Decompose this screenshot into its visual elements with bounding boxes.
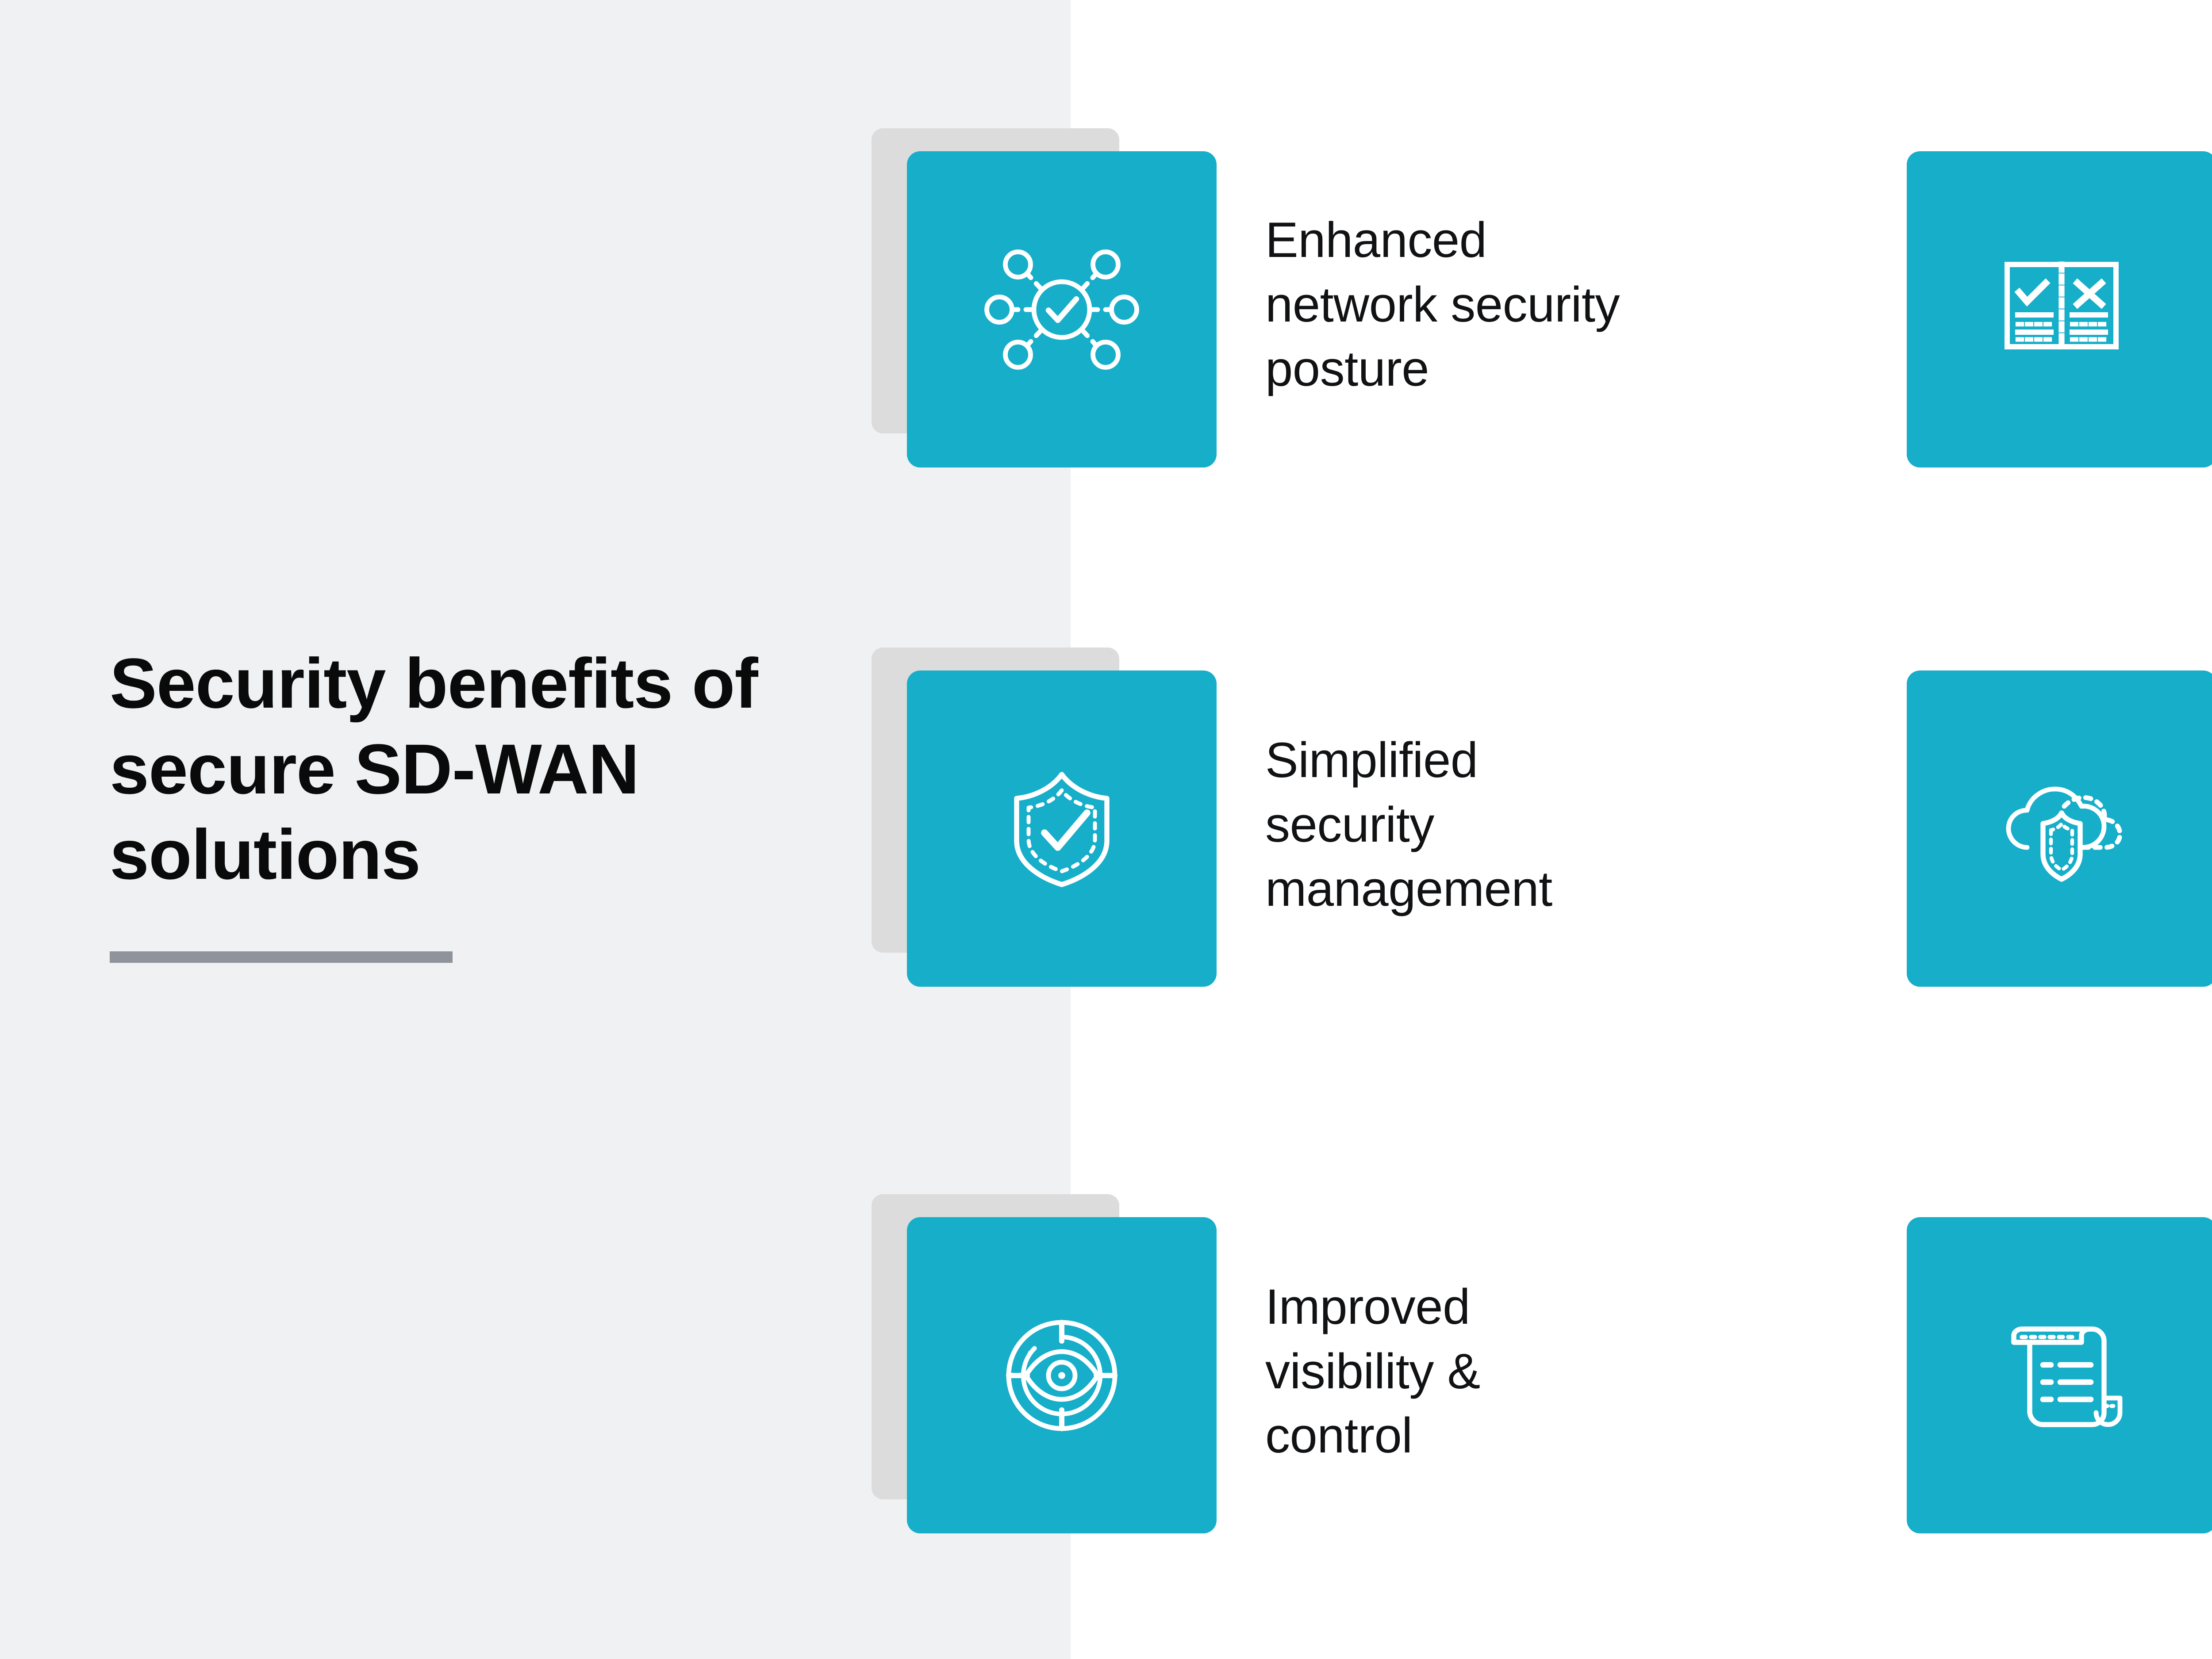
benefit-label: Improved visibility & control (1265, 1279, 1480, 1464)
title-underline-rule (110, 951, 453, 963)
benefit-tile[interactable] (907, 1217, 1217, 1533)
tile-wrap (872, 128, 1252, 517)
cloud-shield-icon (2006, 786, 2123, 882)
benefit-tile[interactable] (907, 151, 1217, 467)
checklist-compare-icon (2005, 261, 2119, 350)
eye-target-icon (1006, 1319, 1118, 1431)
tile-wrap (872, 648, 1252, 1037)
benefit-label: Simplified security management (1265, 732, 1552, 917)
title-block: Security benefits of secure SD-WAN solut… (110, 640, 862, 963)
tile-wrap (1907, 1217, 2212, 1606)
network-nodes-check-icon (984, 249, 1139, 370)
benefit-tile[interactable] (1907, 151, 2212, 467)
scroll-document-icon (2011, 1326, 2123, 1427)
tile-wrap (872, 1194, 1252, 1583)
shield-check-icon (1014, 771, 1110, 887)
benefit-tile[interactable] (1907, 1217, 2212, 1533)
tile-wrap (1907, 670, 2212, 1060)
tile-wrap (1907, 151, 2212, 540)
benefit-tile[interactable] (907, 670, 1217, 987)
page-title: Security benefits of secure SD-WAN solut… (110, 644, 758, 894)
benefit-label: Enhanced network security posture (1265, 212, 1620, 397)
benefit-tile[interactable] (1907, 670, 2212, 987)
